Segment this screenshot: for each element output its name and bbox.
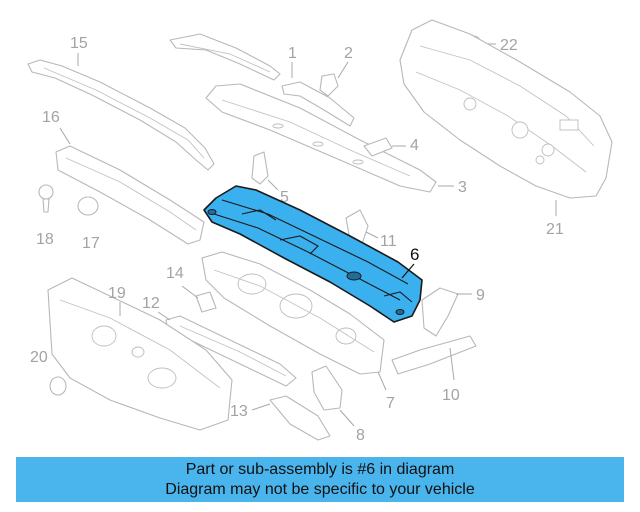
part-1-cowl-strip[interactable] xyxy=(169,33,355,127)
svg-text:18: 18 xyxy=(36,231,54,248)
part-16-rail[interactable] xyxy=(55,145,205,245)
banner-line-1: Part or sub-assembly is #6 in diagram xyxy=(185,461,455,478)
svg-text:22: 22 xyxy=(500,37,518,54)
callout-9: 9 xyxy=(456,287,485,304)
callout-1: 1 xyxy=(288,45,297,78)
part-19-insulator[interactable] xyxy=(47,277,233,431)
svg-text:15: 15 xyxy=(70,35,88,52)
callout-8: 8 xyxy=(339,409,365,444)
part-10-bracket[interactable] xyxy=(391,335,477,375)
svg-text:17: 17 xyxy=(82,235,100,252)
part-6-cowl-panel-highlighted[interactable] xyxy=(203,185,423,323)
part-7-lower-panel[interactable] xyxy=(201,251,385,375)
svg-text:5: 5 xyxy=(280,189,289,206)
part-2-clip[interactable] xyxy=(319,73,339,97)
part-notice-banner: Part or sub-assembly is #6 in diagram Di… xyxy=(16,457,624,502)
callout-4: 4 xyxy=(392,137,419,154)
callout-7: 7 xyxy=(377,371,395,412)
callout-16: 16 xyxy=(42,109,71,145)
part-15-rail[interactable] xyxy=(27,59,215,171)
svg-text:8: 8 xyxy=(356,427,365,444)
callout-6: 6 xyxy=(401,245,419,279)
svg-text:4: 4 xyxy=(410,137,419,154)
svg-text:20: 20 xyxy=(30,349,48,366)
part-5-bracket[interactable] xyxy=(251,151,269,185)
svg-text:7: 7 xyxy=(386,395,395,412)
svg-text:12: 12 xyxy=(142,295,160,312)
svg-text:14: 14 xyxy=(166,265,184,282)
callout-19: 19 xyxy=(108,285,126,316)
callout-18: 18 xyxy=(36,231,54,248)
callout-5: 5 xyxy=(267,179,289,206)
callout-14: 14 xyxy=(166,265,199,299)
part-9-bracket[interactable] xyxy=(421,287,459,337)
banner-line-2: Diagram may not be specific to your vehi… xyxy=(165,481,475,498)
svg-text:11: 11 xyxy=(380,233,397,250)
svg-text:6: 6 xyxy=(410,245,419,264)
svg-text:19: 19 xyxy=(108,285,126,302)
svg-text:3: 3 xyxy=(458,179,467,196)
callout-3: 3 xyxy=(438,179,467,196)
svg-text:16: 16 xyxy=(42,109,60,126)
callout-13: 13 xyxy=(230,403,271,420)
part-8-bracket[interactable] xyxy=(311,365,343,411)
part-14-bracket[interactable] xyxy=(195,291,217,313)
part-21-dash-panel[interactable] xyxy=(399,19,613,199)
part-20-grommet[interactable] xyxy=(49,376,67,396)
part-17-plug[interactable] xyxy=(77,196,99,216)
svg-text:1: 1 xyxy=(288,45,297,62)
part-4-plate[interactable] xyxy=(363,137,393,157)
callout-2: 2 xyxy=(337,45,353,79)
callout-12: 12 xyxy=(142,295,171,321)
svg-text:9: 9 xyxy=(476,287,485,304)
part-18-bolt[interactable] xyxy=(38,184,54,213)
callout-20: 20 xyxy=(30,349,48,366)
svg-text:21: 21 xyxy=(546,221,564,238)
callout-15: 15 xyxy=(70,35,88,66)
part-3-cowl-top[interactable] xyxy=(205,83,437,193)
part-13-bracket[interactable] xyxy=(269,395,331,441)
svg-text:10: 10 xyxy=(442,387,460,404)
callout-21: 21 xyxy=(546,200,564,238)
exploded-parts-diagram: 15 1 2 3 4 5 xyxy=(27,19,613,444)
svg-text:13: 13 xyxy=(230,403,248,420)
svg-text:2: 2 xyxy=(344,45,353,62)
callout-17: 17 xyxy=(82,235,100,252)
callout-10: 10 xyxy=(442,347,460,404)
callout-11: 11 xyxy=(365,231,397,250)
